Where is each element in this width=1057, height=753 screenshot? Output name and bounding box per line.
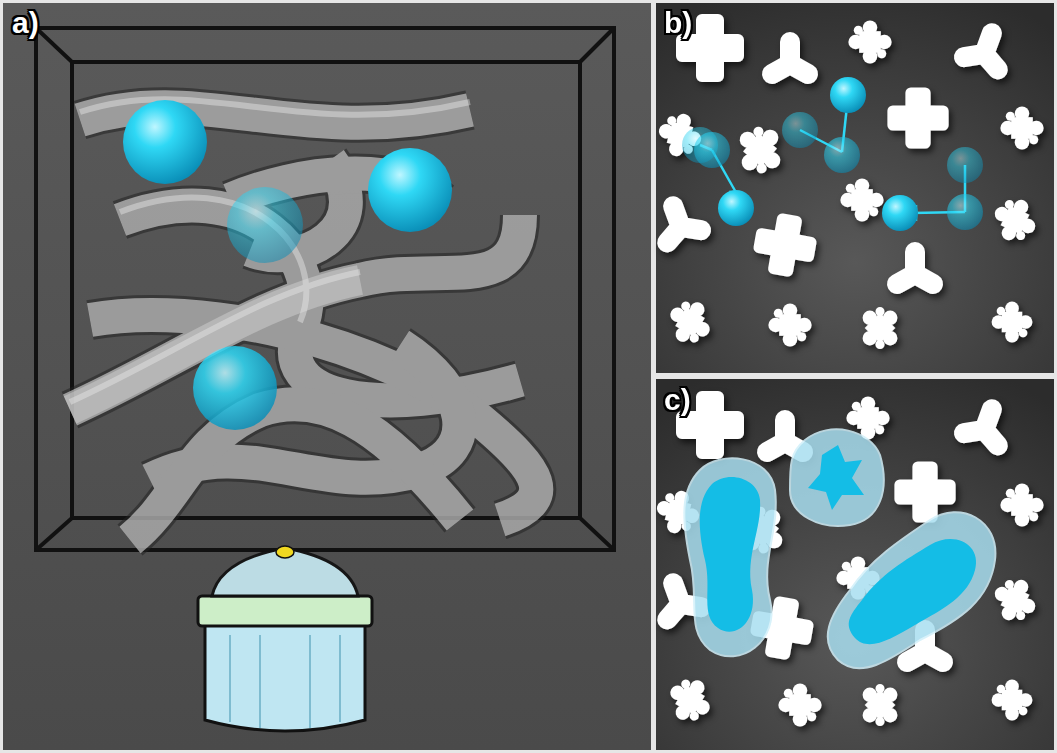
objective-lens: [198, 546, 372, 731]
panel-label: b): [664, 8, 692, 38]
panel-label: a): [12, 8, 39, 38]
panel-label: c): [664, 385, 691, 415]
